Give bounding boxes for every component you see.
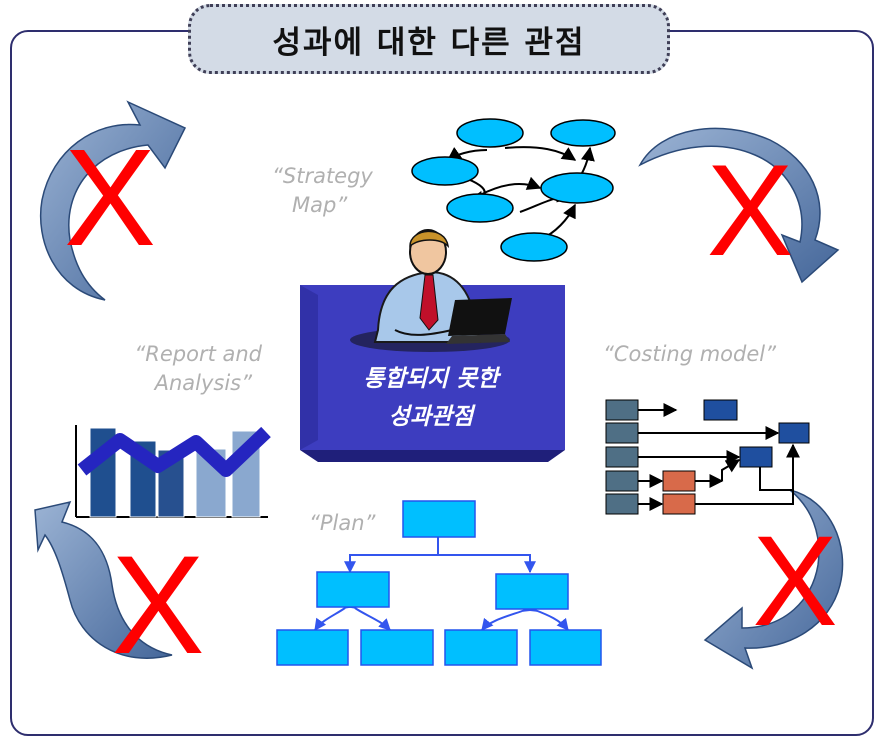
costing-model-label: “Costing model” — [603, 342, 776, 366]
curved-arrow-top-left — [39, 100, 187, 301]
report-bar-chart — [75, 425, 271, 518]
report-label-line1: “Report and — [134, 342, 262, 366]
strategy-map-label: “Strategy Map” — [272, 162, 373, 220]
report-label-line2: Analysis” — [154, 371, 252, 395]
reject-mark-top-left: X — [64, 121, 156, 275]
center-caption: 통합되지 못한 성과관점 — [300, 360, 562, 436]
reject-mark-top-right: X — [707, 137, 794, 283]
person-with-laptop-illustration — [350, 229, 512, 352]
curved-arrow-bottom-left — [34, 500, 173, 659]
plan-org-chart — [276, 500, 602, 666]
reject-mark-bottom-right: X — [752, 510, 837, 653]
costing-model-diagram — [605, 399, 810, 515]
center-caption-line2: 성과관점 — [388, 404, 474, 430]
strategy-map — [411, 118, 616, 262]
page-title: 성과에 대한 다른 관점 — [188, 4, 670, 74]
reject-mark-bottom-left: X — [111, 526, 204, 683]
strategy-map-label-line2: Map” — [292, 193, 348, 217]
strategy-map-label-line1: “Strategy — [272, 164, 373, 188]
curved-arrow-top-right — [638, 127, 840, 284]
plan-label: “Plan” — [309, 511, 376, 535]
curved-arrow-bottom-right — [703, 489, 844, 670]
center-caption-line1: 통합되지 못한 — [363, 366, 499, 392]
report-label: “Report and Analysis” — [92, 340, 262, 398]
